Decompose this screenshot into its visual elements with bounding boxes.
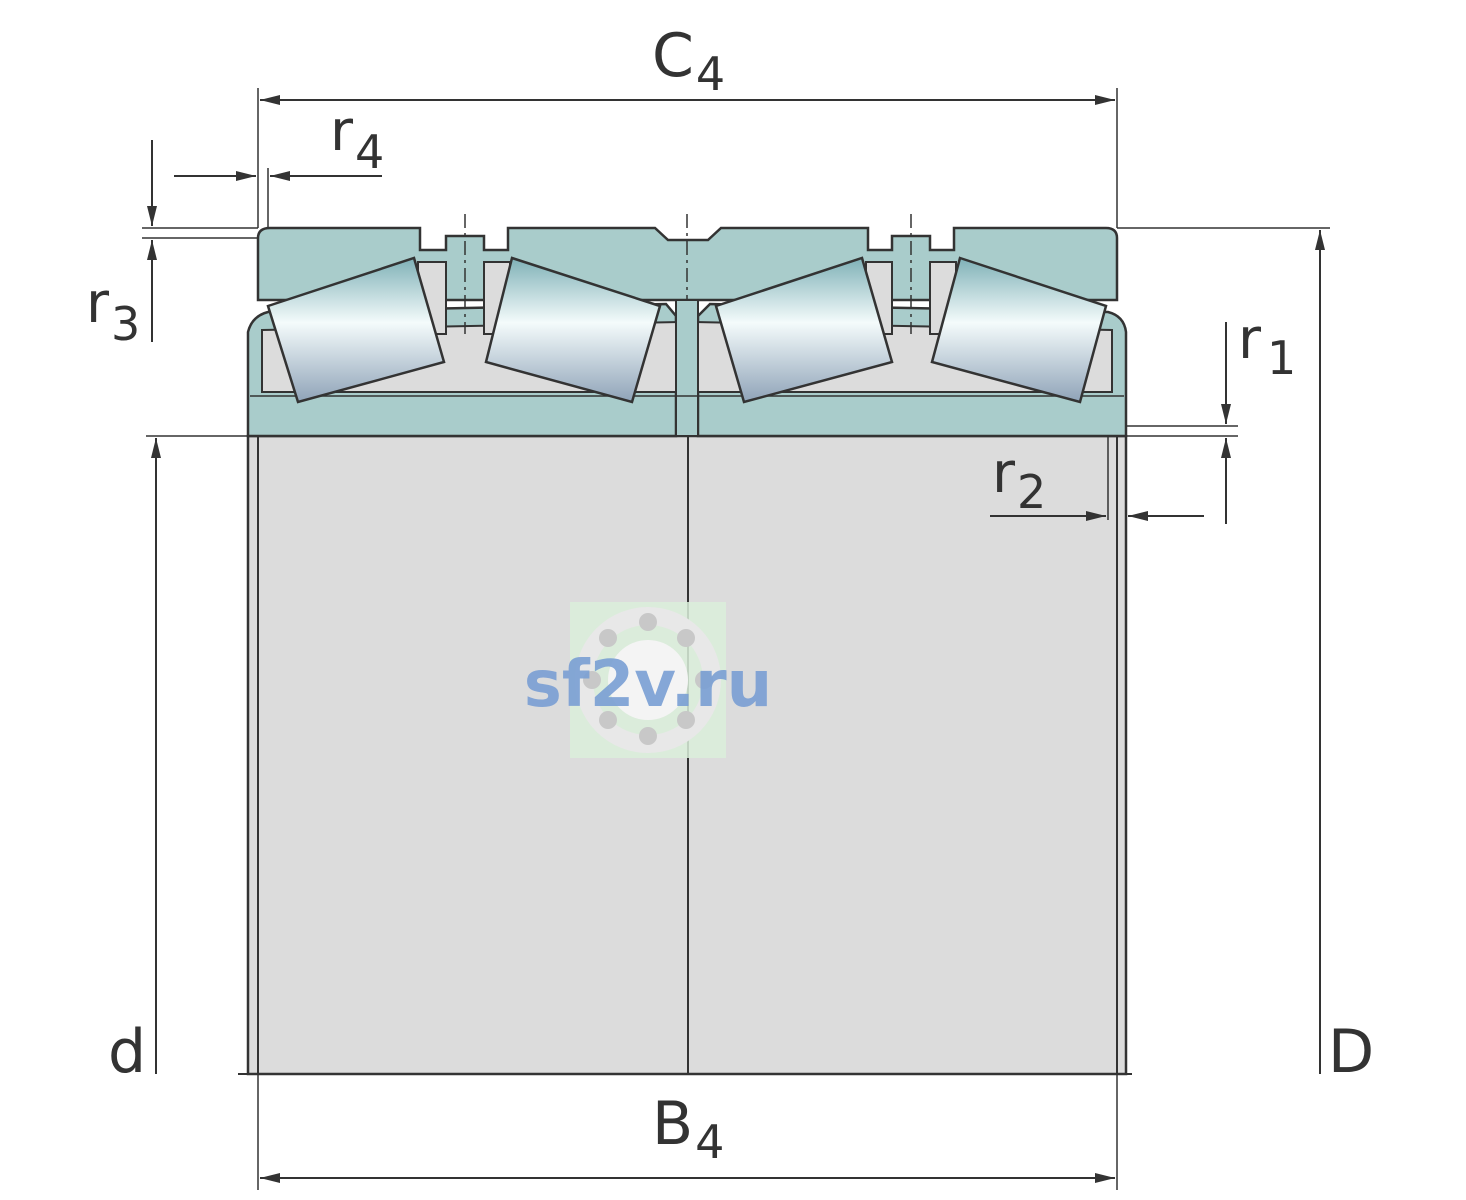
label-b4: B4 <box>652 1089 724 1169</box>
label-D: D <box>1328 1017 1374 1087</box>
outer-ring <box>256 226 1119 302</box>
label-r2: r2 <box>992 441 1046 519</box>
label-r3: r3 <box>86 271 140 351</box>
roller-4 <box>930 256 1108 404</box>
roller-2 <box>484 256 662 404</box>
watermark: sf2v.ru <box>524 602 772 758</box>
dimension-lines <box>147 95 1325 1183</box>
extension-lines <box>142 88 1330 1190</box>
watermark-text: sf2v.ru <box>524 648 772 722</box>
roller-1 <box>266 256 446 404</box>
label-d: d <box>108 1017 146 1087</box>
label-c4: C4 <box>652 21 725 101</box>
label-r4: r4 <box>330 99 384 179</box>
roller-3 <box>714 256 894 404</box>
